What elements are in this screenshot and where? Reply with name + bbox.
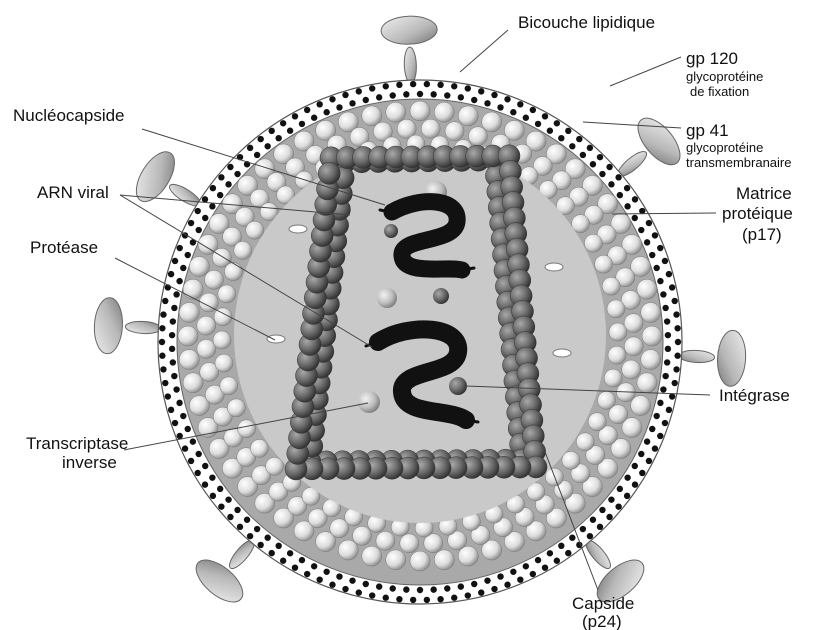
spike [381, 15, 438, 83]
label-protease: Protéase [30, 238, 98, 257]
label-integrase: Intégrase [719, 386, 790, 405]
label-transcriptase-1: Transcriptase [26, 434, 128, 453]
spike [189, 537, 258, 610]
label-capside-1: Capside [572, 594, 634, 613]
spike [678, 330, 747, 387]
label-gp41-desc-2: transmembranaire [686, 155, 792, 170]
integrase-particle [449, 377, 467, 395]
label-nucleocapside: Nucléocapside [13, 106, 125, 125]
label-matrice-2: protéique [722, 204, 793, 223]
label-arn-viral: ARN viral [37, 183, 109, 202]
virion [93, 15, 747, 610]
label-matrice-3: (p17) [742, 225, 782, 244]
label-gp120: gp 120 [686, 49, 738, 68]
transcriptase-particle [358, 391, 380, 413]
label-gp41-desc-1: glycoprotéine [686, 140, 763, 155]
label-gp120-desc-2: de fixation [690, 84, 749, 99]
spike [615, 111, 688, 180]
spike [129, 146, 204, 210]
label-gp120-desc-1: glycoprotéine [686, 69, 763, 84]
spike [93, 297, 162, 354]
label-matrice-1: Matrice [736, 184, 792, 203]
label-capside-2: (p24) [582, 612, 622, 630]
label-gp41: gp 41 [686, 121, 729, 140]
protease-particle [267, 335, 285, 343]
label-transcriptase-2: inverse [62, 453, 117, 472]
label-bicouche-lipidique: Bicouche lipidique [518, 13, 655, 32]
